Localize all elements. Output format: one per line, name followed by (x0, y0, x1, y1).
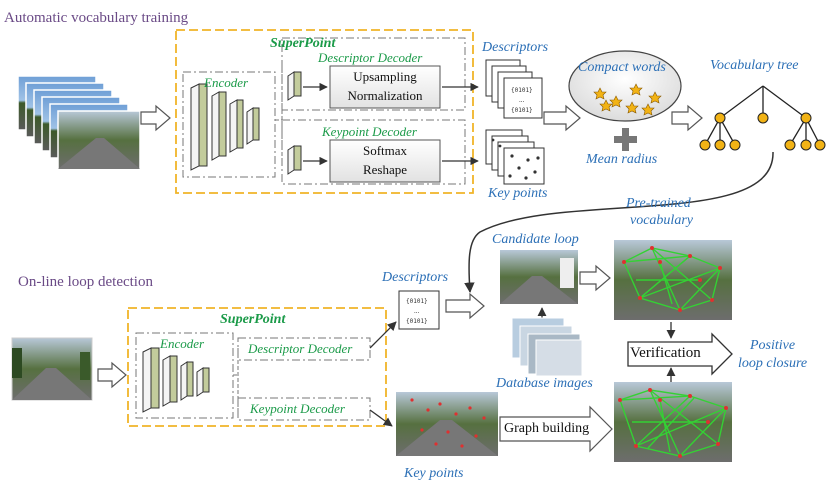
arrow-to-descriptors-bottom (369, 321, 397, 349)
arrow-candidate-to-matches (579, 264, 611, 292)
verification-arrow-box (627, 332, 733, 376)
svg-text:{0101}: {0101} (511, 107, 533, 114)
descriptor-decoder-box-bottom (237, 337, 371, 361)
svg-text:{0101}: {0101} (511, 87, 533, 94)
candidate-loop-image (500, 250, 578, 304)
star-cluster (593, 83, 662, 116)
graph-building-arrow (499, 405, 613, 453)
arrow-images-to-superpoint (140, 104, 171, 132)
section-title-online: On-line loop detection (18, 274, 153, 290)
keypoint-decoder-box-bottom (237, 397, 371, 421)
compact-words-ellipse (568, 50, 682, 122)
arrow-to-compact-words (543, 104, 581, 132)
superpoint-title-bottom: SuperPoint (220, 312, 286, 327)
descriptor-decoder-label-top: Descriptor Decoder (318, 50, 423, 65)
key-points-label-top: Key points (488, 186, 548, 201)
descriptor-cards-top: {0101} ... {0101} (485, 59, 543, 119)
database-images-label: Database images (496, 376, 593, 391)
candidate-graph-image (614, 240, 732, 320)
curved-arrow-pretrained (464, 151, 774, 294)
vocabulary-tree-nodes (699, 112, 826, 151)
superpoint-box-top (175, 29, 474, 194)
descriptor-decoder-layer (287, 71, 302, 101)
softmax-label: Softmax (362, 143, 408, 158)
encoder-label-bottom: Encoder (160, 336, 205, 351)
reshape-label: Reshape (362, 162, 408, 177)
arrow-descriptors-to-candidate (445, 292, 485, 320)
pretrained-label-line1: Pre-trained (626, 196, 691, 211)
query-graph-image (614, 382, 732, 462)
arrow-query-to-superpoint (97, 361, 127, 389)
descriptors-label-bottom: Descriptors (382, 270, 449, 285)
keypoint-decoder-box-top (281, 119, 466, 185)
descriptor-decoder-label-bottom: Descriptor Decoder (248, 341, 353, 356)
positive-label-line1: Positive (750, 338, 796, 353)
key-points-label-bottom: Key points (404, 466, 464, 481)
upsampling-label: Upsampling (353, 69, 417, 84)
encoder-fork-top (275, 68, 283, 160)
svg-text:...: ... (519, 96, 525, 104)
descriptors-label-top: Descriptors (482, 40, 549, 55)
encoder-label-top: Encoder (204, 75, 249, 90)
svg-text:{0101}: {0101} (406, 318, 428, 325)
graph-building-label: Graph building (504, 421, 590, 436)
descriptor-card-bottom: {0101} ... {0101} (398, 290, 440, 330)
positive-label-line2: loop closure (738, 356, 808, 371)
training-image-stack (17, 75, 141, 170)
candidate-loop-label: Candidate loop (492, 232, 579, 247)
verification-label: Verification (630, 345, 701, 361)
keypoint-cards-top (485, 129, 545, 185)
plus-icon (614, 128, 637, 151)
arrow-to-vocab-tree (671, 104, 703, 132)
svg-text:{0101}: {0101} (406, 298, 428, 305)
encoder-box-top (182, 71, 276, 178)
superpoint-title-top: SuperPoint (270, 36, 336, 51)
arrow-to-keypoints-bottom (369, 409, 393, 427)
compact-words-label: Compact words (578, 60, 666, 75)
encoder-layers-bottom (142, 347, 210, 413)
superpoint-box-bottom (127, 307, 387, 427)
encoder-layers-top (190, 83, 260, 171)
svg-text:...: ... (414, 307, 420, 315)
upsampling-box (329, 65, 441, 109)
softmax-box (329, 139, 441, 183)
section-title-training: Automatic vocabulary training (4, 10, 189, 26)
keypoints-image (396, 392, 498, 456)
keypoint-decoder-label-top: Keypoint Decoder (322, 124, 417, 139)
keypoint-decoder-label-bottom: Keypoint Decoder (250, 401, 345, 416)
normalization-label: Normalization (347, 88, 423, 103)
descriptor-decoder-box-top (281, 37, 466, 111)
mean-radius-label: Mean radius (586, 152, 658, 167)
encoder-fork-bottom (233, 348, 239, 410)
database-image-stack (511, 317, 583, 377)
vocabulary-tree-label: Vocabulary tree (710, 58, 799, 73)
keypoint-decoder-layer (287, 145, 302, 175)
pretrained-label-line2: vocabulary (630, 213, 693, 228)
query-image (11, 337, 93, 401)
